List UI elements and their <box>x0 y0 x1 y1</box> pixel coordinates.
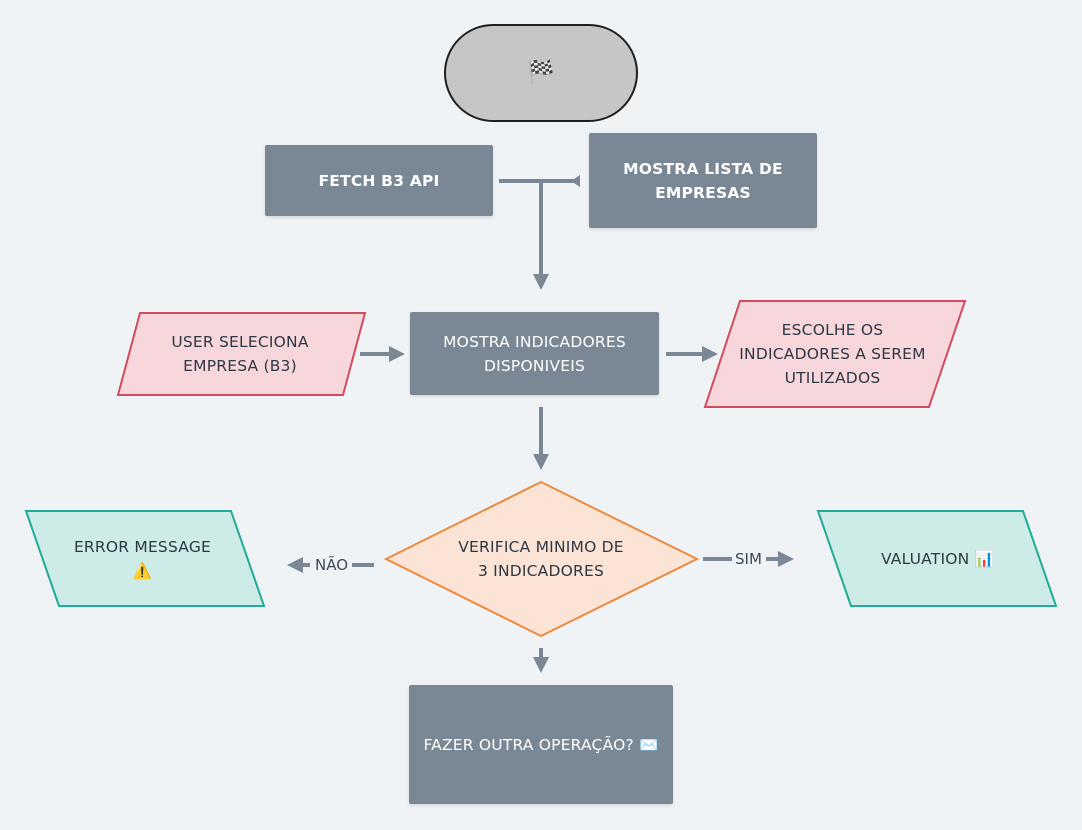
nao-edge-label: NÃO <box>313 556 351 574</box>
fazer-outra-box[interactable] <box>409 685 673 804</box>
fetch-b3-api-box[interactable] <box>265 145 493 216</box>
sim-edge-label: SIM <box>733 550 764 568</box>
start-terminator[interactable] <box>444 24 638 122</box>
verifica-minimo-diamond[interactable] <box>383 480 700 638</box>
escolhe-indicadores-parallelogram[interactable] <box>703 300 967 408</box>
user-seleciona-parallelogram[interactable] <box>116 312 367 396</box>
mostra-indicadores-box[interactable] <box>410 312 659 395</box>
connectors <box>287 175 794 673</box>
valuation-parallelogram[interactable] <box>816 510 1058 607</box>
error-message-parallelogram[interactable] <box>24 510 266 607</box>
mostra-lista-box[interactable] <box>589 133 817 228</box>
edge-junction-marker <box>571 175 580 187</box>
